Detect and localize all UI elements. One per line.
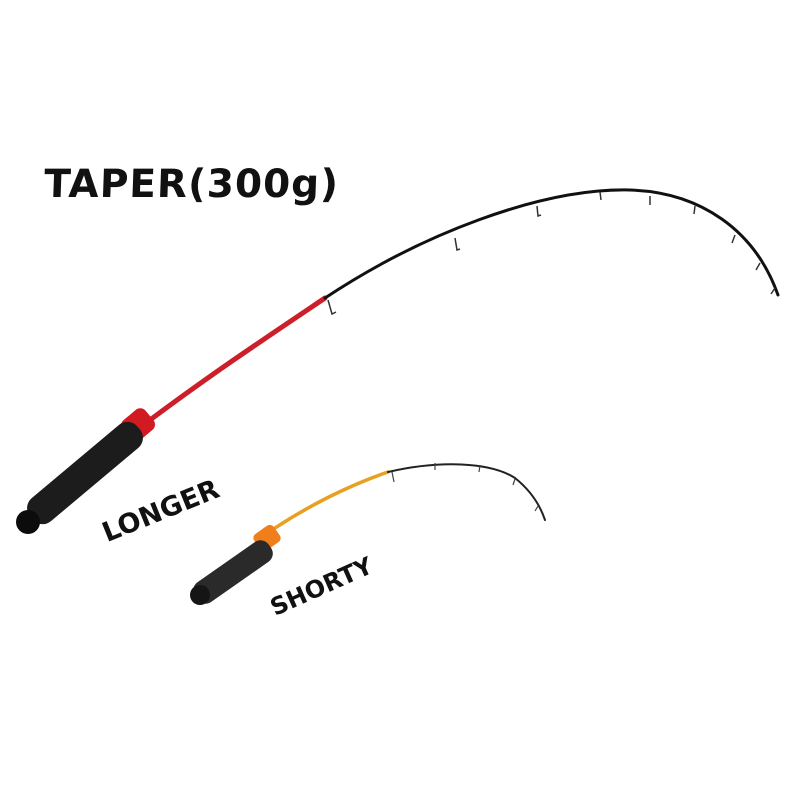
rod-shorty-handle (193, 540, 273, 604)
rod-longer-tip (323, 188, 780, 300)
rod-longer-blank (147, 295, 328, 423)
rod-shorty-guides (391, 463, 539, 512)
rod-shorty-tip (387, 463, 546, 521)
rod-shorty (190, 463, 546, 605)
rod-longer (16, 188, 780, 534)
rod-shorty-blank (273, 470, 390, 530)
rod-longer-guides (327, 191, 776, 316)
rod-longer-handle (27, 421, 143, 525)
taper-title: TAPER(300g) (43, 162, 340, 207)
